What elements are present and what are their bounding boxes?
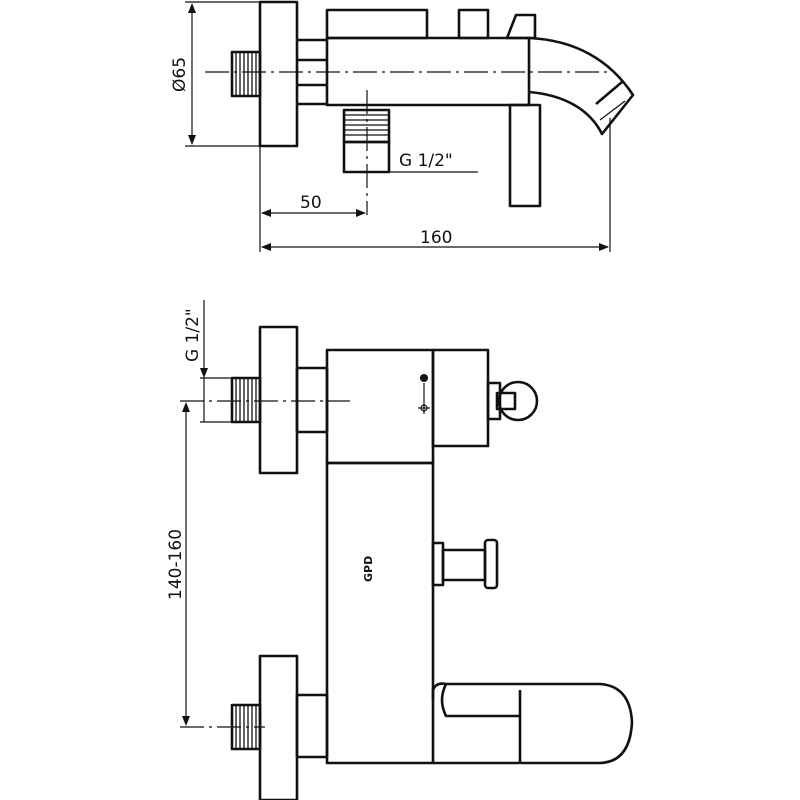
front-lower-flange bbox=[258, 654, 299, 800]
front-cartridge-body bbox=[325, 348, 435, 465]
front-diverter-knob bbox=[431, 538, 499, 590]
front-thread-label: G 1/2" bbox=[183, 308, 203, 362]
top-length-label: 160 bbox=[420, 228, 452, 248]
top-diameter-label: Ø65 bbox=[170, 57, 190, 92]
front-main-body bbox=[325, 461, 435, 765]
front-view: GPD G 1/2" bbox=[166, 300, 634, 800]
front-lever-knob bbox=[486, 380, 539, 422]
front-upper-inlet-thread bbox=[230, 376, 262, 424]
top-offset-dimension: 50 bbox=[259, 146, 366, 252]
top-handle bbox=[508, 103, 542, 208]
top-thread-dimension: G 1/2" bbox=[343, 151, 478, 173]
front-spout bbox=[431, 682, 634, 765]
front-center-distance-dimension: 140-160 bbox=[166, 402, 190, 726]
front-thread-dimension: G 1/2" bbox=[183, 300, 208, 422]
brand-logo: GPD bbox=[362, 556, 375, 582]
top-diameter-dimension: Ø65 bbox=[170, 1, 260, 147]
top-offset-label: 50 bbox=[300, 193, 322, 213]
front-upper-flange bbox=[258, 325, 299, 475]
top-length-dimension: 160 bbox=[261, 118, 611, 252]
top-flange bbox=[258, 0, 299, 148]
temperature-indicator-icon bbox=[418, 374, 430, 414]
front-center-distance-label: 140-160 bbox=[166, 529, 186, 600]
top-inlet-thread bbox=[230, 50, 262, 98]
top-view: Ø65 G 1/2" 50 160 bbox=[170, 0, 635, 252]
top-lever bbox=[325, 8, 429, 40]
top-spout bbox=[528, 36, 635, 136]
top-thread-label: G 1/2" bbox=[399, 151, 453, 171]
